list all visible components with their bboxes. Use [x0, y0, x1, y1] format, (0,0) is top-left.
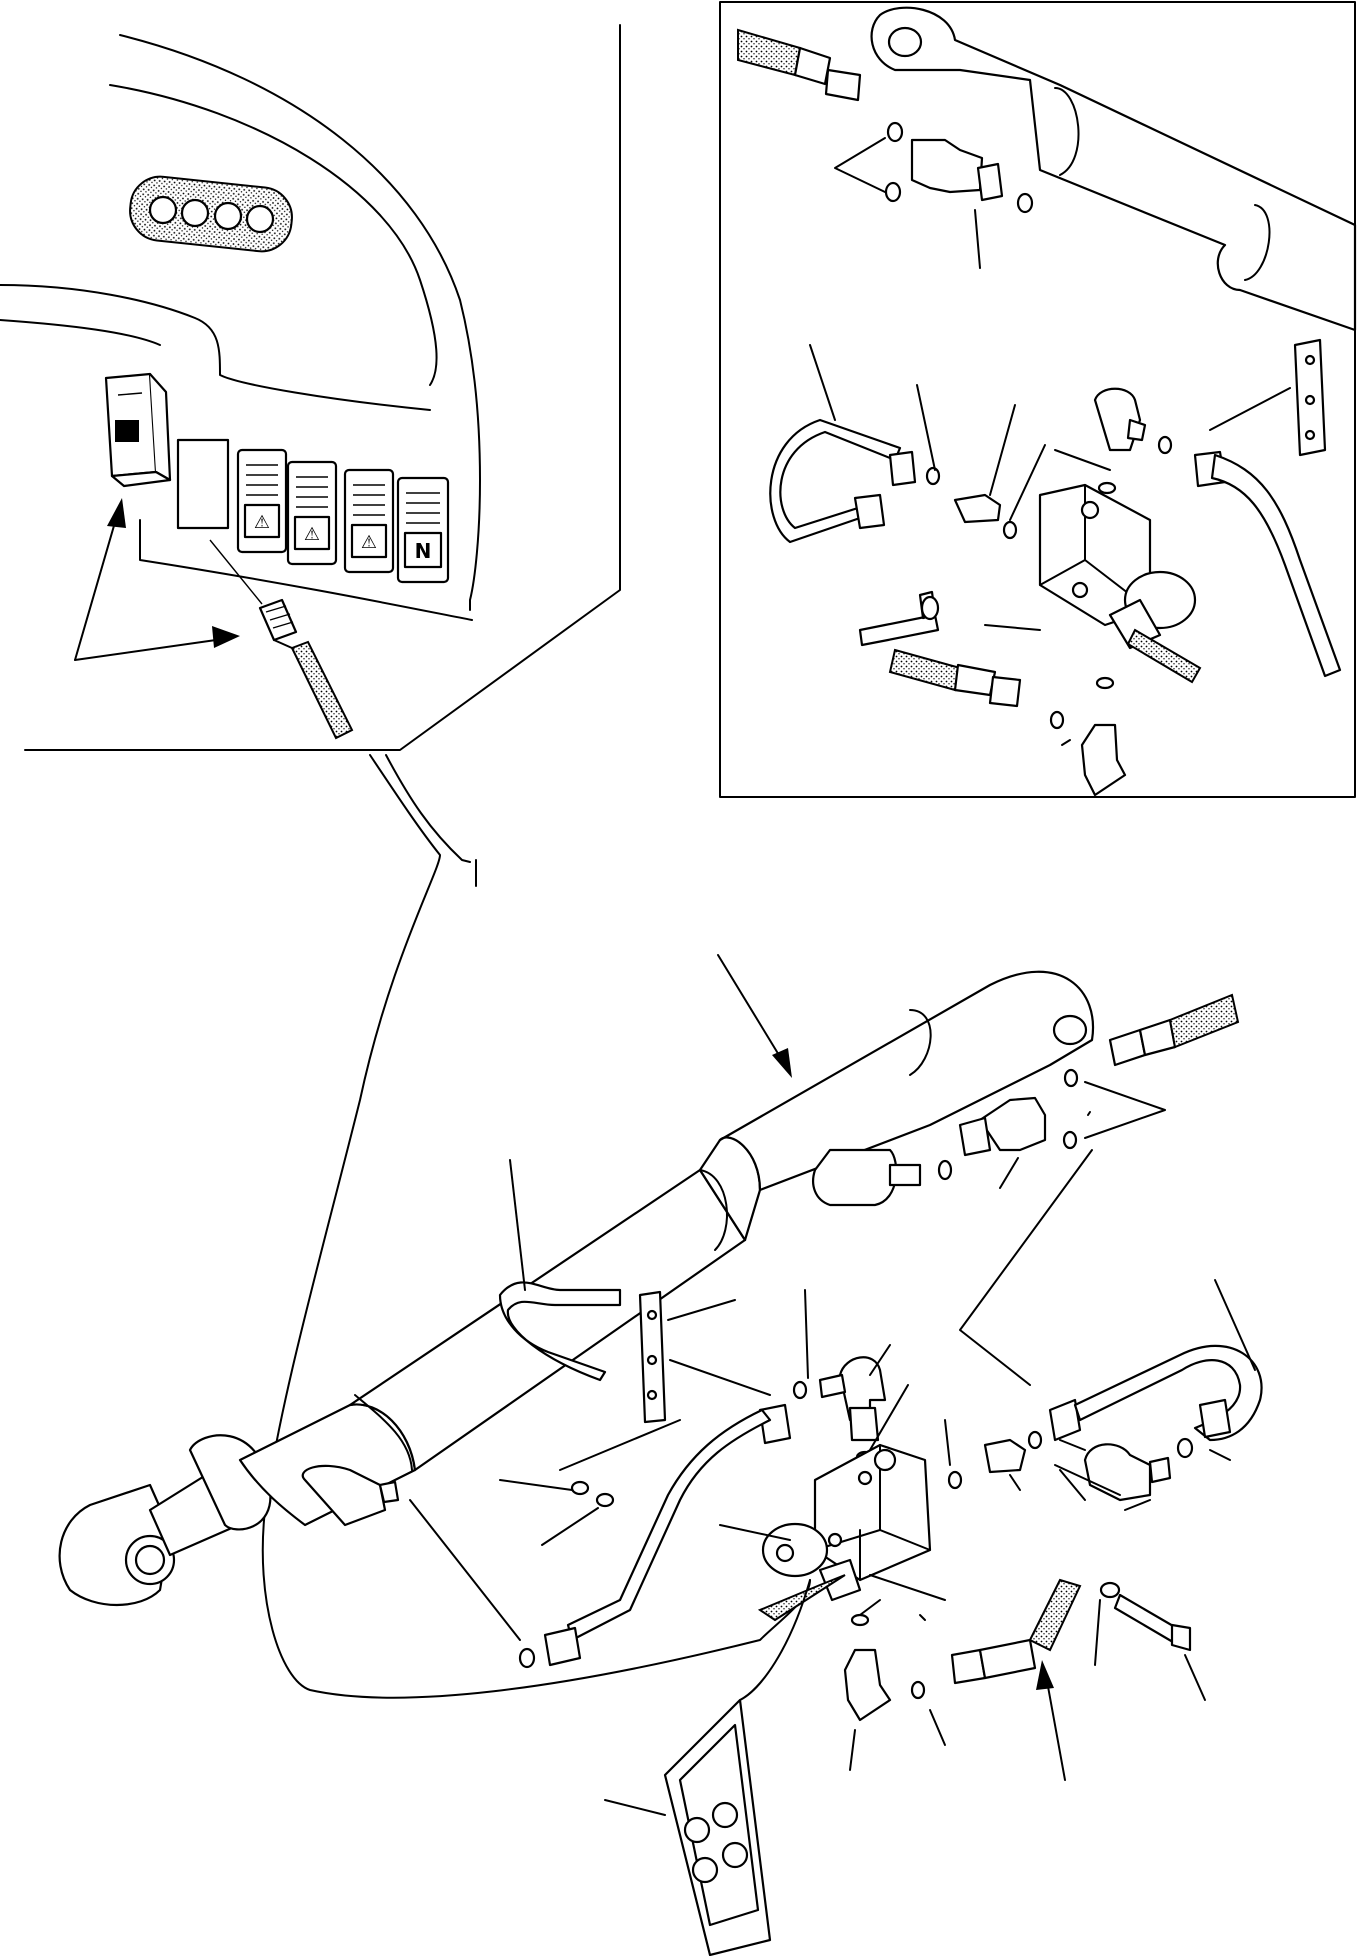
u-pipe — [770, 420, 900, 542]
seal-ring — [520, 1649, 534, 1667]
u-bolt — [500, 1282, 620, 1380]
main-assembly — [60, 955, 1262, 1955]
seal-ring — [939, 1161, 951, 1179]
hose-nut — [545, 1628, 580, 1665]
console-detail: ⚠ ⚠ ⚠ N — [0, 25, 620, 750]
adapter-fitting — [985, 1440, 1025, 1472]
nut — [597, 1494, 613, 1506]
nut — [572, 1482, 588, 1494]
solenoid-cable — [1128, 630, 1200, 682]
switch-connector — [260, 600, 296, 640]
cylinder-rod-end — [872, 8, 1355, 330]
pipe — [568, 1410, 770, 1640]
hose — [738, 30, 800, 75]
seal-ring — [886, 183, 900, 201]
switch-neutral: N — [398, 478, 448, 582]
callout-arrow — [75, 505, 120, 660]
elbow-fitting — [845, 1650, 890, 1720]
hose — [890, 650, 960, 690]
lamp — [247, 206, 273, 232]
seal-ring — [1004, 522, 1016, 538]
switch-row: ⚠ ⚠ ⚠ N — [238, 450, 448, 582]
seal-ring — [794, 1382, 806, 1398]
inset-detail — [720, 2, 1355, 797]
seal-ring — [888, 123, 902, 141]
seal-ring — [1178, 1439, 1192, 1457]
seal-ring — [927, 468, 939, 484]
lamp — [215, 203, 241, 229]
switch-symbol: N — [415, 539, 432, 563]
hose-nut — [826, 70, 860, 100]
switch-hazard: ⚠ — [238, 450, 286, 552]
seal-ring — [1018, 194, 1032, 212]
dashboard-edge — [110, 85, 437, 385]
leader-lines — [920, 1112, 1090, 1620]
fitting-nut — [960, 1118, 990, 1155]
seal-ring — [1064, 1132, 1076, 1148]
piston-rod-end — [720, 972, 1093, 1190]
elbow-fitting — [813, 1150, 896, 1205]
elbow-fitting — [1095, 389, 1140, 450]
seal-ring — [912, 1682, 924, 1698]
switch-harness — [292, 642, 352, 738]
seal-ring — [1051, 712, 1063, 728]
rocker-switch-main — [106, 374, 170, 486]
u-pipe — [1075, 1346, 1262, 1440]
seal-ring — [1029, 1432, 1041, 1448]
tee-fitting — [980, 1098, 1045, 1150]
seal-ring — [852, 1615, 868, 1625]
console-frame — [25, 25, 620, 750]
solenoid-cable — [760, 1575, 845, 1620]
seal-ring — [1099, 483, 1115, 493]
bolt — [860, 615, 938, 645]
switch-symbol: ⚠ — [254, 512, 270, 533]
solenoid-coil — [763, 1524, 827, 1576]
hose-nut — [1050, 1400, 1080, 1440]
switch-3: ⚠ — [345, 470, 393, 572]
adapter-fitting — [955, 495, 1000, 522]
valve-block — [815, 1445, 930, 1580]
fitting-nut — [978, 164, 1002, 200]
lamp — [182, 200, 208, 226]
elbow-fitting — [1082, 725, 1125, 795]
seal-ring — [1159, 437, 1171, 453]
switch-2: ⚠ — [288, 462, 336, 564]
switch-symbol: ⚠ — [361, 532, 377, 553]
cylinder-barrel — [350, 1170, 745, 1470]
pipe — [1212, 455, 1340, 676]
washer — [922, 597, 938, 619]
seal-ring — [1065, 1070, 1077, 1086]
washer — [1101, 1583, 1119, 1597]
decal-leader — [740, 1580, 810, 1700]
blank-switch-slot — [178, 440, 228, 528]
lamp — [150, 197, 176, 223]
switch-symbol: ⚠ — [304, 524, 320, 545]
hose-nut — [1110, 1030, 1145, 1065]
seal-ring — [1097, 678, 1113, 688]
callout-arrow — [75, 638, 230, 660]
seal-ring — [949, 1472, 961, 1488]
indicator-lamp-cluster — [127, 174, 295, 255]
tee-fitting — [912, 140, 982, 192]
bolt — [1115, 1595, 1180, 1645]
hose — [1030, 1580, 1080, 1650]
hose-nut — [990, 677, 1020, 706]
hose — [1170, 995, 1238, 1047]
elbow-fitting — [1085, 1444, 1150, 1500]
callout-arrow — [718, 955, 785, 1065]
elbow-fitting — [840, 1357, 885, 1420]
inset-frame — [720, 2, 1355, 797]
